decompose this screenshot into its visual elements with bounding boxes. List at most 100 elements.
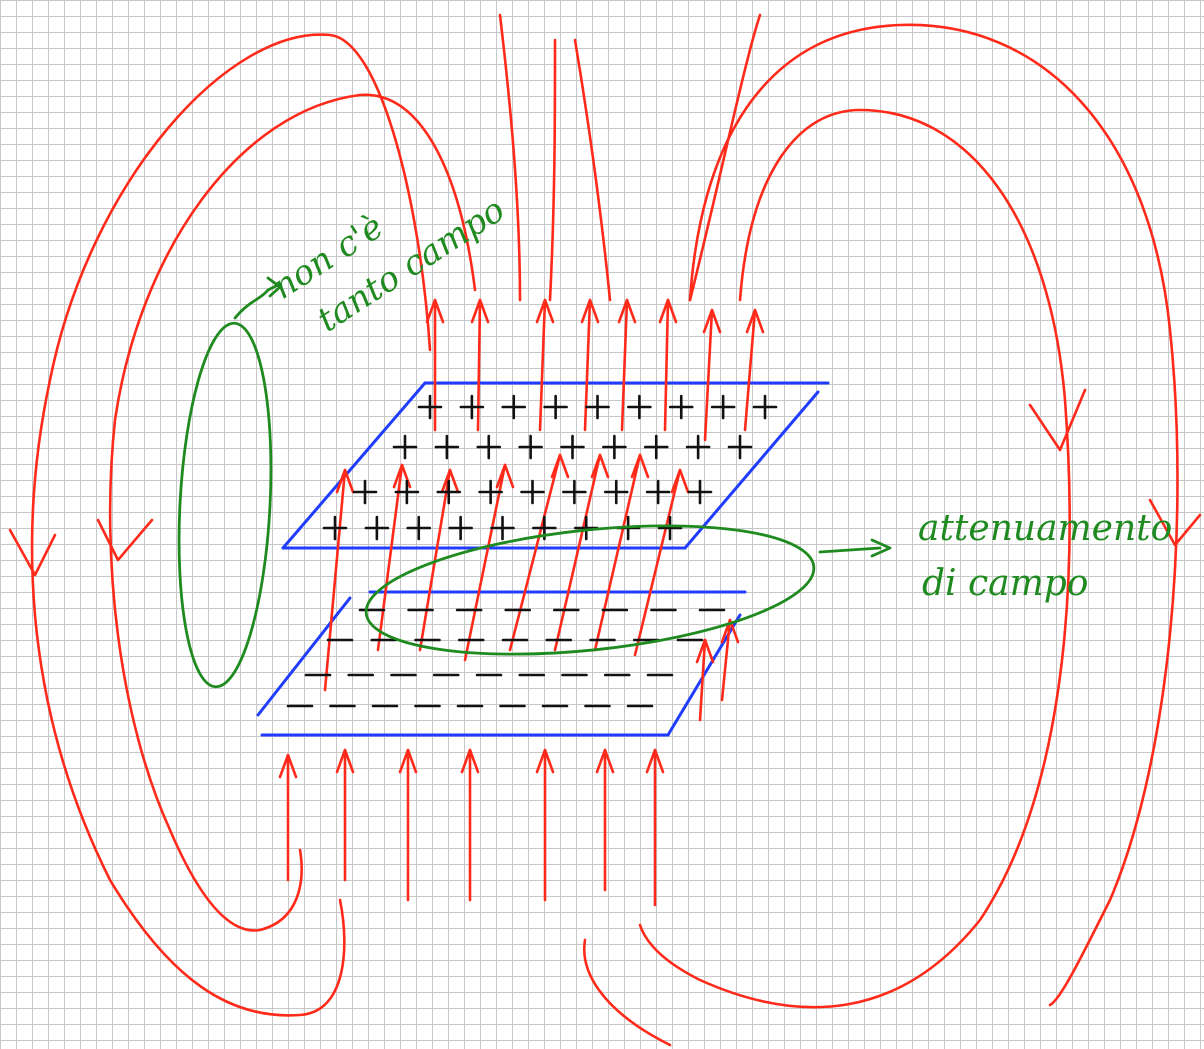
field-line-18 — [538, 298, 547, 432]
field-line-8 — [323, 468, 347, 692]
field-arrow-7 — [645, 748, 665, 774]
right-inner-loop — [638, 108, 1071, 1009]
field-arrow-23 — [745, 308, 765, 334]
field-arrow-5 — [535, 748, 555, 774]
plus-charge-2 — [459, 394, 485, 420]
weakening-line1: attenuamento — [918, 508, 1172, 549]
field-line-9 — [376, 463, 404, 652]
field-line-15 — [633, 468, 682, 657]
left-outer-loop — [30, 33, 432, 1017]
plus-charge-26 — [645, 479, 671, 505]
field-arrow-3 — [398, 748, 418, 774]
plus-charge-4 — [543, 394, 568, 420]
field-arrow-2 — [335, 748, 355, 774]
field-line-14 — [593, 453, 642, 652]
plus-charge-32 — [490, 515, 515, 541]
field-line-24 — [698, 638, 707, 722]
plus-charge-20 — [394, 479, 420, 505]
field-line-12 — [508, 453, 562, 652]
negative-charges — [286, 608, 726, 708]
center-top-line-2 — [573, 38, 612, 302]
plus-charge-36 — [657, 515, 683, 541]
field-arrow-18 — [535, 298, 555, 324]
plus-charge-21 — [436, 479, 462, 505]
field-arrow-17 — [470, 298, 490, 324]
plus-charge-18 — [727, 434, 753, 460]
plus-charge-28 — [322, 515, 348, 541]
weakening-pointer — [818, 538, 892, 558]
plus-charge-12 — [476, 434, 502, 460]
plus-charge-7 — [668, 394, 694, 420]
field-arrow-14 — [630, 453, 650, 479]
weakening-line2: di campo — [922, 563, 1088, 604]
no-field-pointer — [233, 276, 282, 320]
plus-charge-6 — [627, 394, 652, 420]
plus-charge-16 — [643, 434, 669, 460]
arrow-down-right-inner — [1028, 388, 1087, 452]
arrow-down-left-inner — [96, 518, 154, 562]
plus-charge-9 — [752, 394, 778, 420]
field-arrow-16 — [425, 298, 445, 324]
plus-charge-19 — [352, 479, 378, 505]
upward-arrows — [278, 298, 765, 779]
right-outer-loop — [688, 23, 1179, 1007]
field-arrow-9 — [392, 463, 412, 489]
field-arrow-24 — [695, 638, 715, 664]
field-arrow-13 — [590, 453, 610, 479]
plus-charge-25 — [603, 479, 629, 505]
plus-charge-30 — [406, 515, 432, 541]
field-arrow-15 — [670, 468, 690, 494]
plus-charge-5 — [585, 394, 610, 420]
arrow-down-right-outer — [1148, 498, 1202, 547]
field-arrow-1 — [278, 753, 298, 779]
field-arrow-12 — [550, 453, 570, 479]
plus-charge-11 — [434, 434, 460, 460]
field-arrow-22 — [702, 308, 722, 334]
return-field-lines — [8, 13, 1202, 1047]
field-line-21 — [663, 298, 670, 432]
right-bottom-loop — [688, 13, 762, 302]
field-arrow-11 — [495, 463, 515, 489]
center-top-line-3 — [498, 13, 522, 302]
plus-charge-31 — [448, 515, 473, 541]
bottom-curl — [583, 938, 672, 1047]
positive-charges — [322, 394, 778, 541]
plus-charge-17 — [685, 434, 711, 460]
field-line-13 — [553, 453, 602, 652]
field-arrow-25 — [720, 618, 740, 644]
field-arrow-8 — [335, 468, 355, 494]
no-field-region-ellipse — [177, 321, 273, 689]
field-arrow-4 — [460, 748, 480, 774]
plus-charge-1 — [417, 394, 443, 420]
weakening-region-ellipse — [364, 524, 816, 656]
field-line-25 — [720, 618, 732, 702]
field-line-23 — [743, 308, 757, 432]
plus-charge-15 — [602, 434, 627, 460]
annotation-field-weakening: attenuamento di campo — [364, 508, 1172, 656]
plus-charge-24 — [562, 479, 587, 505]
field-line-20 — [620, 298, 629, 432]
plus-charge-13 — [518, 434, 543, 460]
field-line-10 — [418, 468, 452, 652]
left-inner-loop — [108, 93, 477, 932]
field-arrow-10 — [440, 468, 460, 494]
plus-charge-10 — [392, 434, 418, 460]
internal-field-lines — [286, 298, 757, 907]
field-arrow-21 — [658, 298, 678, 324]
plus-charge-8 — [710, 394, 736, 420]
plus-charge-29 — [364, 515, 390, 541]
plus-charge-27 — [687, 479, 713, 505]
field-line-11 — [463, 463, 507, 662]
plus-charge-23 — [520, 479, 545, 505]
plus-charge-3 — [501, 394, 527, 420]
field-arrow-6 — [595, 748, 615, 774]
plus-charge-22 — [478, 479, 503, 505]
field-arrow-20 — [617, 298, 637, 324]
field-line-19 — [583, 298, 592, 432]
arrow-down-left-outer — [8, 528, 57, 577]
field-line-22 — [703, 308, 714, 442]
plus-charge-14 — [560, 434, 585, 460]
center-top-line-1 — [548, 38, 557, 302]
